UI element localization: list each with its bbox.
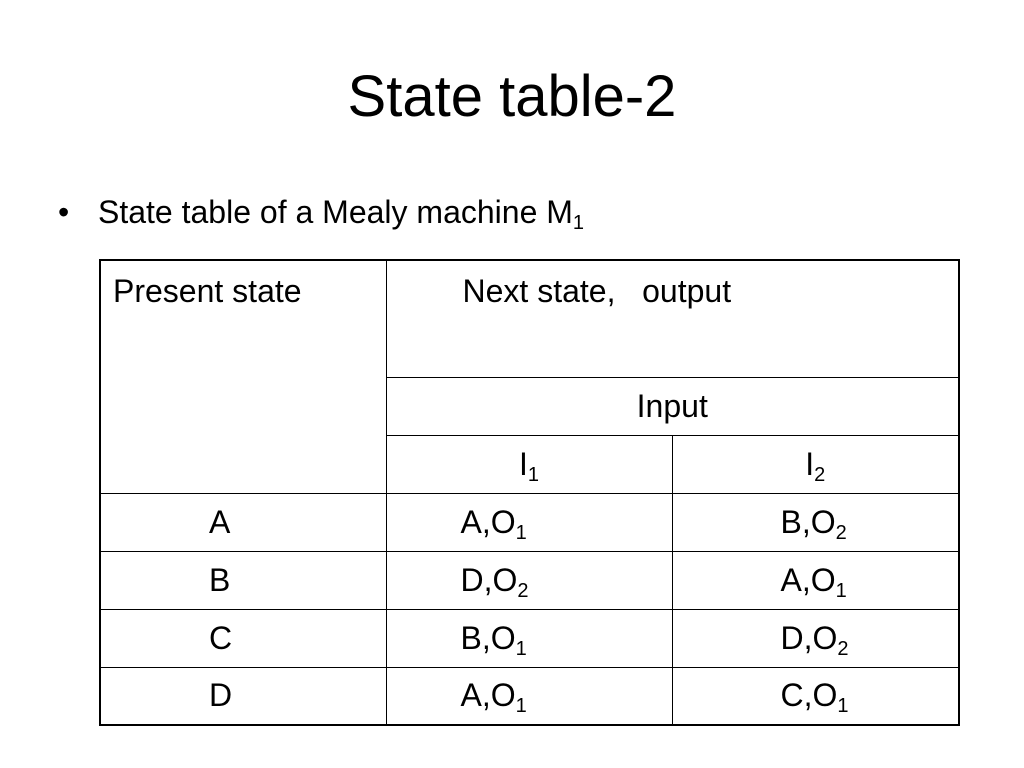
next-state-output-header: Next state, output	[385, 259, 960, 378]
next-state-i2-cell: D,O2	[671, 608, 960, 668]
input-i1-header: I1	[385, 434, 673, 494]
next-state-i1-cell: A,O1	[385, 492, 673, 552]
table-row: B D,O2 A,O1	[99, 550, 960, 610]
present-state-cell: C	[99, 608, 387, 668]
state-table: Present state Next state, output Input I…	[99, 259, 960, 726]
next-state-i2-cell: B,O2	[671, 492, 960, 552]
bullet-text: State table of a Mealy machine M	[98, 194, 573, 230]
next-state-i1-cell: B,O1	[385, 608, 673, 668]
next-state-i1-cell: D,O2	[385, 550, 673, 610]
table-row: C B,O1 D,O2	[99, 608, 960, 668]
input-header-row: Input	[100, 376, 960, 436]
table-row: D A,O1 C,O1	[99, 666, 960, 726]
bullet-dot: •	[58, 194, 70, 230]
input-i2-header: I2	[671, 434, 960, 494]
present-state-cell: D	[99, 666, 387, 726]
present-state-cell: A	[99, 492, 387, 552]
input-header: Input	[385, 376, 960, 436]
slide-title: State table-2	[347, 64, 677, 129]
bullet-item: • State table of a Mealy machine M1	[58, 192, 585, 234]
next-state-i2-cell: A,O1	[671, 550, 960, 610]
table-row: A A,O1 B,O2	[99, 492, 960, 552]
table-header-row: Present state Next state, output	[99, 259, 960, 494]
next-state-i1-cell: A,O1	[385, 666, 673, 726]
bullet-subscript: 1	[572, 212, 585, 234]
input-labels-row: I1 I2	[100, 434, 960, 494]
present-state-cell: B	[99, 550, 387, 610]
next-state-i2-cell: C,O1	[671, 666, 960, 726]
present-state-header: Present state	[99, 259, 387, 494]
